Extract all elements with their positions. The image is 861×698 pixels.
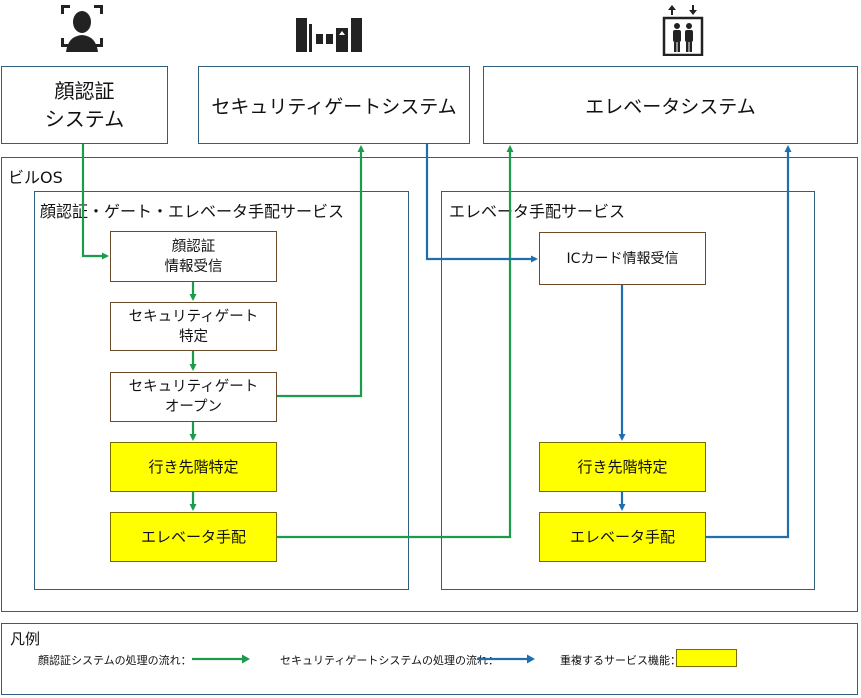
building-os-label: ビルOS — [8, 168, 63, 187]
elevator-system-box: エレベータシステム — [483, 66, 858, 144]
step-label: セキュリティゲート 特定 — [128, 308, 259, 345]
step-ic-card-receive: ICカード情報受信 — [539, 232, 706, 285]
legend-title: 凡例 — [10, 630, 41, 648]
legend-face-flow-label: 顔認証システムの処理の流れ： — [38, 654, 192, 667]
step-elevator-dispatch-left: エレベータ手配 — [110, 512, 277, 562]
security-gate-icon — [296, 18, 362, 52]
step-label: 行き先階特定 — [577, 458, 668, 476]
step-label: セキュリティゲート オープン — [128, 379, 259, 415]
step-face-info-receive: 顔認証 情報受信 — [110, 231, 277, 282]
legend-frame — [1, 623, 858, 695]
face-system-label: 顔認証 システム — [44, 79, 125, 131]
left-service-title: 顔認証・ゲート・エレベータ手配サービス — [40, 202, 345, 221]
step-destination-floor-right: 行き先階特定 — [539, 442, 706, 492]
step-destination-floor-left: 行き先階特定 — [110, 442, 277, 492]
security-gate-system-box: セキュリティゲートシステム — [198, 66, 470, 144]
step-gate-identify: セキュリティゲート 特定 — [110, 302, 277, 351]
gate-system-label: セキュリティゲートシステム — [211, 95, 457, 118]
legend-green-arrow — [192, 654, 250, 664]
elevator-system-label: エレベータシステム — [585, 95, 756, 118]
legend-yellow-swatch — [676, 649, 737, 667]
step-elevator-dispatch-right: エレベータ手配 — [539, 512, 706, 562]
face-person-icon — [61, 5, 103, 52]
legend-gate-flow-label: セキュリティゲートシステムの処理の流れ： — [280, 654, 500, 667]
legend-shared-label: 重複するサービス機能： — [560, 654, 681, 667]
step-label: エレベータ手配 — [140, 528, 246, 546]
step-label: 顔認証 情報受信 — [164, 238, 223, 275]
step-label: 行き先階特定 — [148, 458, 239, 476]
step-label: ICカード情報受信 — [566, 250, 679, 267]
face-recognition-system-box: 顔認証 システム — [1, 66, 168, 144]
legend-blue-arrow — [477, 654, 535, 664]
elevator-icon — [662, 5, 704, 56]
step-gate-open: セキュリティゲート オープン — [110, 372, 277, 422]
step-label: エレベータ手配 — [569, 528, 675, 546]
right-service-title: エレベータ手配サービス — [449, 202, 626, 221]
